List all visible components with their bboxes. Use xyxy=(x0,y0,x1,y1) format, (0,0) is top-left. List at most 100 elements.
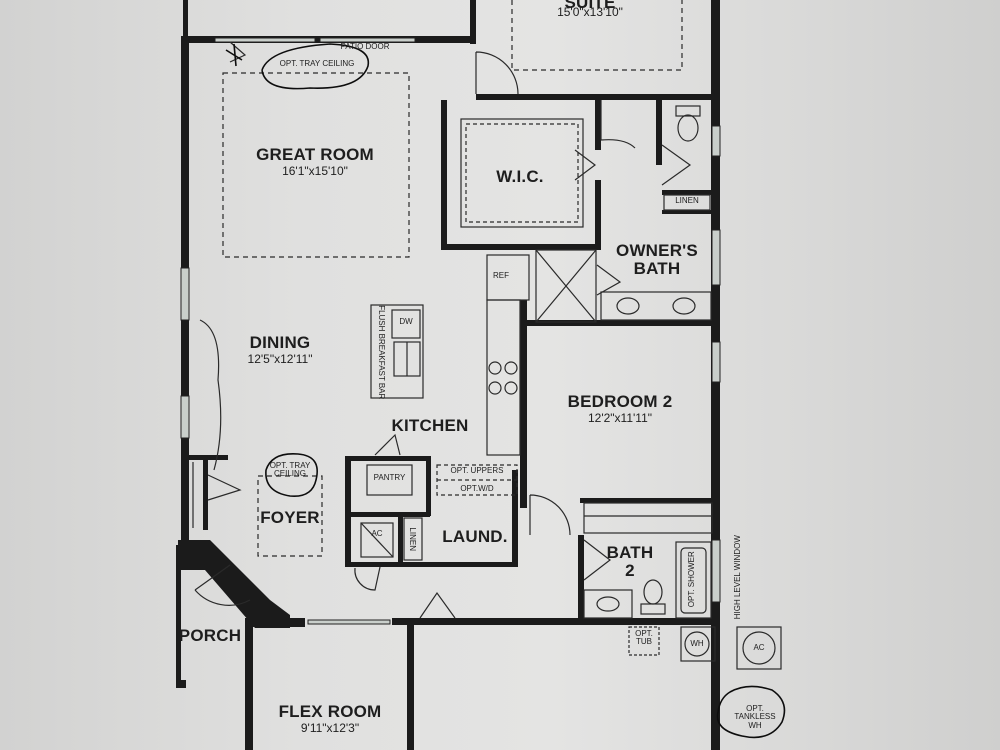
door-shower xyxy=(596,264,622,296)
tray-ceiling-foyer xyxy=(257,475,323,557)
burner-3 xyxy=(488,381,502,395)
wall-flex-top-left xyxy=(245,618,305,627)
opt-shower-inner xyxy=(680,547,707,614)
bedroom2-closet xyxy=(583,502,713,534)
window-patio-door-1 xyxy=(214,37,316,43)
suite-dims: 15'0"x13'10" xyxy=(557,5,623,19)
pantry-shelf xyxy=(366,464,413,496)
wall-garage-top xyxy=(392,618,712,625)
bedroom2-label: BEDROOM 2 xyxy=(567,392,673,411)
owners-vanity xyxy=(600,291,712,321)
porch-post xyxy=(176,680,186,688)
wall-foyer-closet-top xyxy=(188,455,228,460)
wall-pantry-east xyxy=(426,456,431,516)
wall-linen-top xyxy=(662,190,712,195)
wall-stub-left-top xyxy=(183,0,188,40)
sink-left xyxy=(616,297,640,315)
dining-dims: 12'5"x12'11" xyxy=(247,352,313,366)
window-dining-2 xyxy=(180,395,190,439)
pen-circle-tankless xyxy=(716,685,786,739)
wic-label: W.I.C. xyxy=(496,167,544,186)
linen-owner-label: LINEN xyxy=(675,196,699,205)
ac-diag xyxy=(360,522,394,558)
wall-bedroom2-top xyxy=(520,320,712,326)
bedroom2-dims: 12'2"x11'11" xyxy=(587,411,653,425)
sink-right xyxy=(672,297,696,315)
toilet-owner-bowl xyxy=(677,114,699,142)
wall-toilet-closet xyxy=(656,100,662,165)
kitchen-label: KITCHEN xyxy=(391,416,469,435)
kitchen-island xyxy=(370,304,424,399)
opt-wd-label: OPT.W/D xyxy=(460,484,494,493)
door-foyer-closet xyxy=(207,474,242,501)
linen-owner-box xyxy=(663,194,711,211)
porch-label: PORCH xyxy=(178,626,242,645)
wall-wic-bottom xyxy=(441,244,601,250)
wall-wic-right-top xyxy=(595,100,601,150)
door-garage xyxy=(419,591,456,619)
opt-tankless-wh-label: OPT. TANKLESS WH xyxy=(734,704,776,730)
pen-circle-foyer-tray xyxy=(265,453,318,497)
dishwasher xyxy=(391,309,421,339)
tray-ceiling-suite xyxy=(511,0,683,71)
owners-bath-label: OWNER'S BATH xyxy=(616,241,698,278)
opt-shower-label: OPT. SHOWER xyxy=(686,551,696,608)
bath2-toilet-tank xyxy=(640,603,666,615)
great-room-label: GREAT ROOM xyxy=(256,145,374,164)
bath2-toilet-bowl xyxy=(643,579,663,605)
flush-breakfast-bar-label: FLUSH BREAKFAST BAR xyxy=(377,305,387,400)
flex-room-dims: 9'11"x12'3" xyxy=(300,721,360,735)
owners-shower xyxy=(535,249,597,323)
wall-laund-east xyxy=(512,470,518,567)
windows xyxy=(180,37,721,625)
linen-laund-box xyxy=(403,517,423,561)
window-flex-room xyxy=(307,619,391,625)
window-dining-1 xyxy=(180,267,190,321)
great-room-dims: 16'1"x15'10" xyxy=(282,164,348,178)
wic-shelves-inner xyxy=(465,123,579,223)
laund-label: LAUND. xyxy=(442,527,508,546)
wall-entry-diagonal xyxy=(178,540,290,628)
wic-shelves-outer xyxy=(460,118,584,228)
outdoor-ac-label: AC xyxy=(753,643,765,652)
door-suite xyxy=(475,51,519,95)
high-level-window-label: HIGH LEVEL WINDOW xyxy=(732,535,742,620)
dw-label: DW xyxy=(399,317,413,326)
opt-tub-box xyxy=(628,626,660,656)
dining-window-sketch xyxy=(199,319,222,471)
linen-laund-label: LINEN xyxy=(408,527,418,551)
foyer-label: FOYER xyxy=(260,508,320,527)
burner-4 xyxy=(504,381,518,395)
burner-2 xyxy=(504,361,518,375)
burner-1 xyxy=(488,361,502,375)
door-toilet xyxy=(661,144,692,186)
outdoor-ac xyxy=(736,626,782,670)
window-bath2-high xyxy=(711,539,721,603)
wall-bath2-west xyxy=(578,535,584,625)
fixture-lines xyxy=(192,0,782,670)
tray-ceiling-great-room xyxy=(222,72,410,258)
window-owners-bath-2 xyxy=(711,229,721,286)
wall-wic-left xyxy=(441,100,447,250)
ac-closet xyxy=(360,522,394,558)
water-heater-circle xyxy=(684,631,710,657)
opt-tray-ceiling-label: OPT. TRAY CEILING xyxy=(279,59,355,68)
ac-closet-label: AC xyxy=(371,529,383,538)
kitchen-counter xyxy=(486,299,521,456)
wall-linen-bottom xyxy=(662,210,712,214)
flex-room-label: FLEX ROOM xyxy=(278,702,382,721)
pantry-label: PANTRY xyxy=(373,473,406,482)
shower-diag-2 xyxy=(535,249,597,323)
wall-pantry-top xyxy=(345,456,430,461)
opt-tub-label: OPT. TUB xyxy=(635,629,653,647)
door-owners-bath xyxy=(600,100,636,149)
water-heater xyxy=(680,626,716,662)
wall-linen-laund xyxy=(398,515,403,565)
wall-foyer-closet xyxy=(203,460,208,530)
opt-shower-tub xyxy=(675,541,712,619)
patio-door-label: PATIO DOOR xyxy=(340,42,390,51)
suite-label: SUITE xyxy=(564,0,616,12)
bath2-label: BATH 2 xyxy=(606,543,654,580)
wall-bath2-top xyxy=(580,498,712,503)
